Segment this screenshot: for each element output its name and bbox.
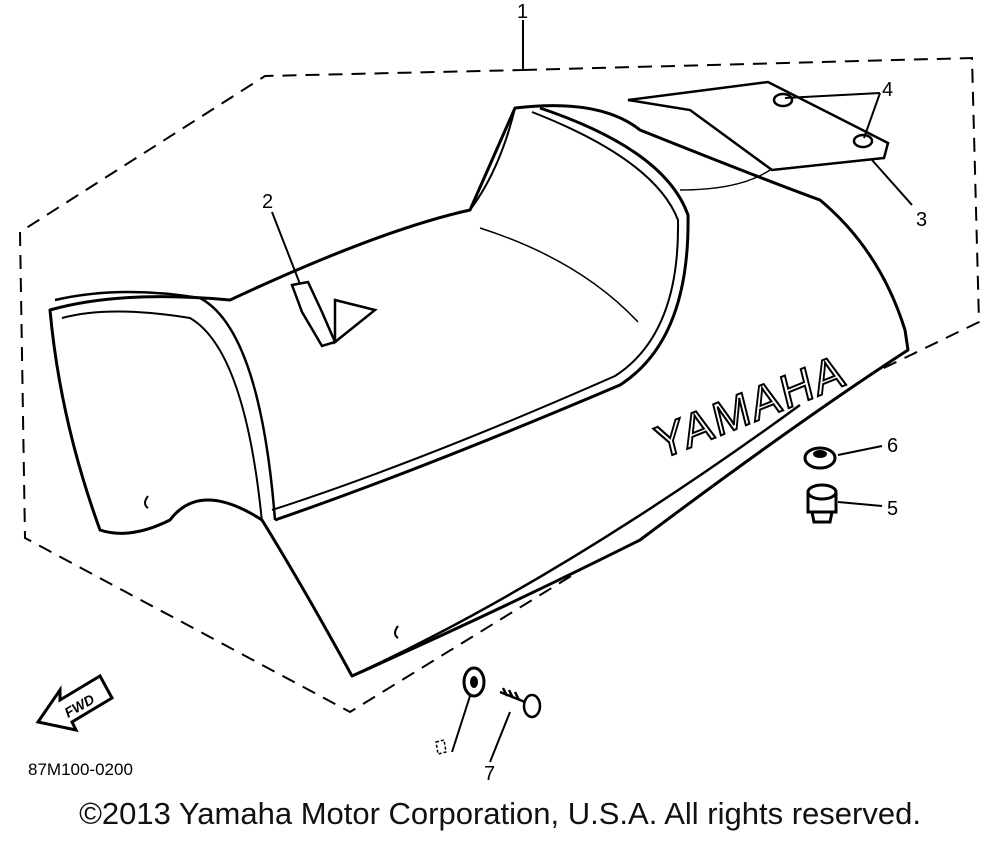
callout-3: 3 [916, 209, 927, 231]
washer-part [462, 666, 486, 698]
callout-2: 2 [262, 191, 273, 213]
callout-1: 1 [517, 1, 528, 23]
assembly-boundary [18, 56, 981, 714]
forward-arrow-icon [35, 673, 115, 733]
grommet-part [803, 446, 837, 470]
seat-exploded-diagram: YAMAHA 1 2 3 4 5 6 7 FWD [18, 1, 981, 780]
diagram-part-code: 87M100-0200 [28, 760, 133, 779]
seat-strap-hook [290, 280, 378, 348]
seat-body [48, 104, 910, 678]
damper-part [806, 483, 838, 524]
callout-4: 4 [882, 79, 893, 101]
callout-leaders [271, 92, 913, 763]
screw-part [499, 687, 542, 719]
small-nut [435, 739, 447, 755]
callout-6: 6 [887, 435, 898, 457]
callout-7: 7 [484, 763, 495, 780]
callout-5: 5 [887, 498, 898, 520]
copyright-notice: ©2013 Yamaha Motor Corporation, U.S.A. A… [79, 796, 921, 831]
